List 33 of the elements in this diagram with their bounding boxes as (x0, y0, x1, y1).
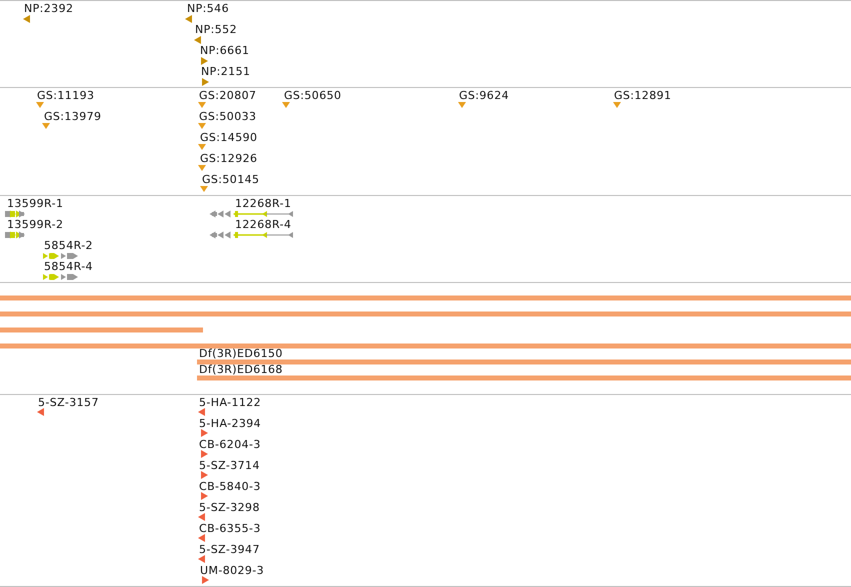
feature-label: GS:50145 (202, 173, 260, 186)
feature-label: 5-SZ-3298 (199, 501, 260, 514)
feature-label: 12268R-4 (235, 218, 292, 231)
feature-label: 12268R-1 (235, 197, 292, 210)
feature-label: 5-HA-1122 (199, 396, 262, 409)
feature-label: NP:2151 (201, 65, 250, 78)
feature-label: 13599R-1 (7, 197, 64, 210)
feature-label: GS:20807 (199, 89, 256, 102)
feature-label: CB-5840-3 (199, 480, 261, 493)
feature-label: NP:6661 (200, 44, 250, 57)
feature-label: 5-SZ-3947 (199, 543, 260, 556)
feature-label: NP:552 (195, 23, 237, 36)
feature-label: NP:546 (187, 2, 229, 15)
feature-label: 5854R-2 (44, 239, 93, 252)
feature-label: 5-SZ-3714 (199, 459, 260, 472)
feature-label: Df(3R)ED6168 (199, 363, 283, 376)
feature-label: 5-SZ-3157 (38, 396, 99, 409)
feature-label: 13599R-2 (7, 218, 64, 231)
feature-label: GS:9624 (459, 89, 510, 102)
feature-label: GS:12926 (200, 152, 258, 165)
feature-label: GS:50033 (199, 110, 256, 123)
feature-label: GS:11193 (37, 89, 94, 102)
feature-label: GS:50650 (284, 89, 342, 102)
feature-label: 5854R-4 (44, 260, 93, 273)
feature-label: UM-8029-3 (200, 564, 264, 577)
feature-label: NP:2392 (24, 2, 74, 15)
feature-label: GS:14590 (200, 131, 258, 144)
feature-label: 5-HA-2394 (199, 417, 262, 430)
feature-label: GS:12891 (614, 89, 672, 102)
feature-label: Df(3R)ED6150 (199, 347, 283, 360)
feature-label: CB-6355-3 (199, 522, 261, 535)
feature-label: GS:13979 (44, 110, 102, 123)
feature-label: CB-6204-3 (199, 438, 261, 451)
